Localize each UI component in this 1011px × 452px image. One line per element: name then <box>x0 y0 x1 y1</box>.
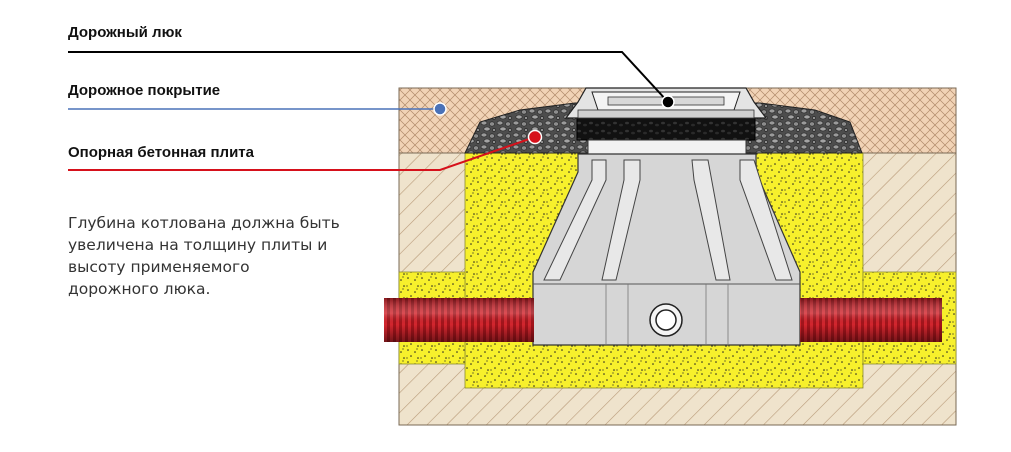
label-road-manhole: Дорожный люк <box>68 24 182 41</box>
concrete-slab <box>576 117 756 141</box>
leader-concrete-slab <box>68 129 543 171</box>
drain-pipe <box>384 298 942 342</box>
description-line: Глубина котлована должна быть <box>68 214 340 232</box>
well-body <box>532 139 801 346</box>
description-line: дорожного люка. <box>68 280 211 298</box>
description-text: Глубина котлована должна быть увеличена … <box>68 212 368 300</box>
description-line: высоту применяемого <box>68 258 250 276</box>
description-line: увеличена на толщину плиты и <box>68 236 328 254</box>
label-road-surface: Дорожное покрытие <box>68 82 221 99</box>
label-concrete-slab: Опорная бетонная плита <box>68 144 254 161</box>
leader-road-surface <box>68 102 447 116</box>
leader-manhole <box>68 51 675 109</box>
